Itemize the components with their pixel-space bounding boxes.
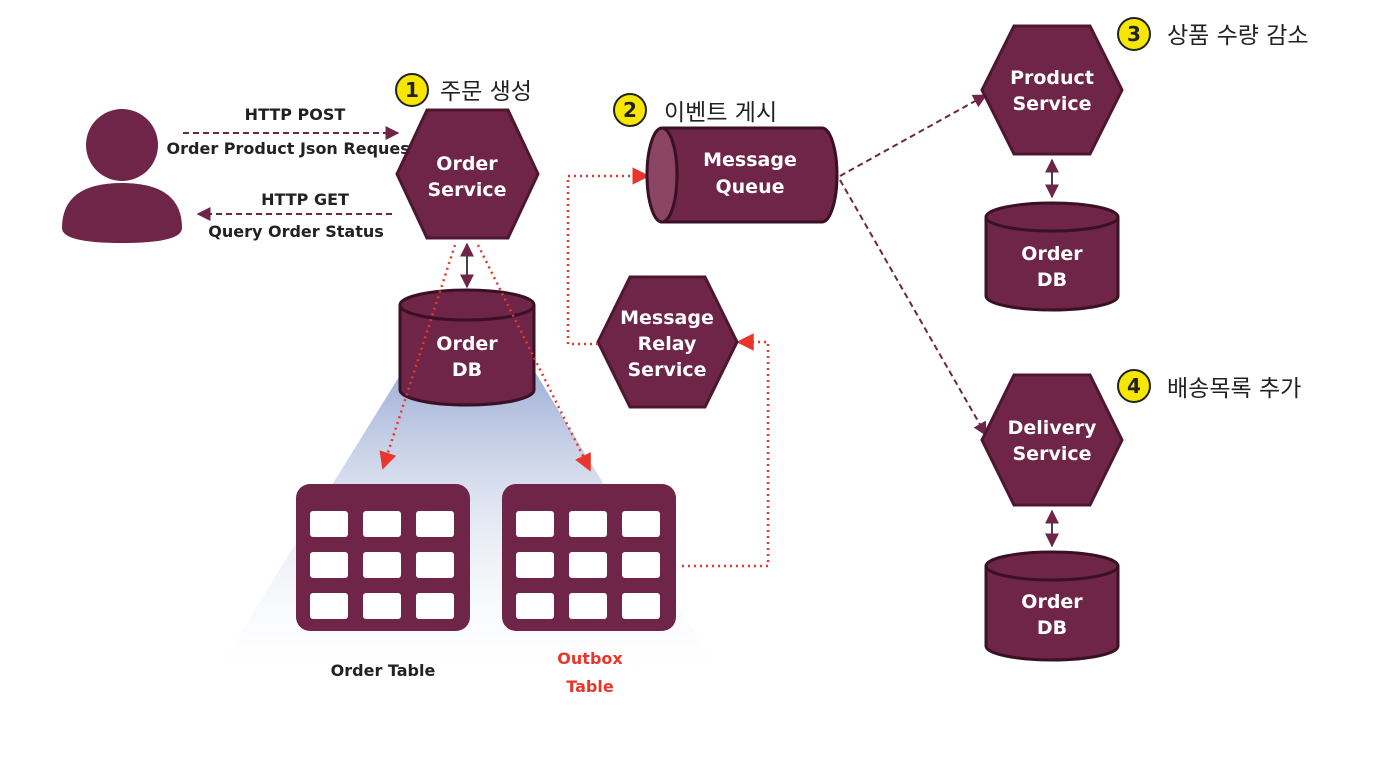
product-db-cylinder[interactable]: Order DB — [984, 201, 1120, 312]
step-4-label: 배송목록 추가 — [1167, 376, 1301, 402]
product-db-label-1: Order — [1021, 243, 1083, 265]
delivery-db-label-1: Order — [1021, 591, 1083, 613]
step-1-badge: 1 — [395, 73, 429, 107]
outbox-table-icon[interactable] — [502, 484, 676, 631]
http-get-label: HTTP GET — [261, 190, 349, 209]
http-post-desc: Order Product Json Request — [167, 139, 418, 158]
order-db-cylinder[interactable]: Order DB — [398, 288, 536, 407]
relay-label-1: Message — [620, 307, 714, 329]
relay-to-queue-arrow — [566, 167, 650, 346]
order-table-icon[interactable] — [296, 484, 470, 631]
step-3-badge: 3 — [1117, 17, 1151, 51]
step-2-number: 2 — [623, 98, 637, 122]
http-get-desc: Query Order Status — [208, 222, 384, 241]
delivery-service-label-2: Service — [1013, 443, 1092, 465]
queue-to-delivery-arrow — [839, 179, 987, 437]
step-1-label: 주문 생성 — [440, 79, 532, 105]
order-service-label-2: Service — [428, 179, 507, 201]
message-queue-node[interactable]: Message Queue — [645, 126, 839, 224]
queue-label-1: Message — [703, 149, 797, 171]
order-service-label-1: Order — [436, 153, 498, 175]
delivery-db-cylinder[interactable]: Order DB — [984, 550, 1120, 662]
step-4-badge: 4 — [1117, 369, 1151, 403]
user-icon — [62, 109, 182, 243]
step-1-number: 1 — [405, 78, 419, 102]
relay-label-2: Relay — [638, 333, 697, 355]
step-4-number: 4 — [1127, 374, 1141, 398]
product-service-label-1: Product — [1010, 67, 1094, 89]
delivery-service-label-1: Delivery — [1008, 417, 1097, 439]
step-2-label: 이벤트 게시 — [664, 100, 777, 126]
product-service-label-2: Service — [1013, 93, 1092, 115]
order-db-label-1: Order — [436, 333, 498, 355]
step-3-number: 3 — [1127, 22, 1141, 46]
step-2-badge: 2 — [613, 93, 647, 127]
order-table-caption: Order Table — [331, 661, 436, 680]
delivery-db-label-2: DB — [1037, 617, 1067, 639]
delivery-service-node[interactable]: Delivery Service — [980, 373, 1124, 507]
message-relay-service-node[interactable]: Message Relay Service — [596, 275, 739, 409]
product-service-node[interactable]: Product Service — [980, 24, 1124, 156]
relay-label-3: Service — [628, 359, 707, 381]
http-post-label: HTTP POST — [245, 105, 346, 124]
outbox-table-caption-2: Table — [566, 677, 614, 696]
queue-to-product-arrow — [839, 94, 988, 177]
outbox-table-caption-1: Outbox — [557, 649, 623, 668]
queue-label-2: Queue — [716, 176, 785, 198]
product-db-label-2: DB — [1037, 269, 1067, 291]
outbox-to-relay-arrow — [682, 333, 770, 568]
step-3-label: 상품 수량 감소 — [1167, 23, 1309, 49]
order-db-label-2: DB — [452, 359, 482, 381]
order-service-node[interactable]: Order Service — [395, 108, 540, 240]
